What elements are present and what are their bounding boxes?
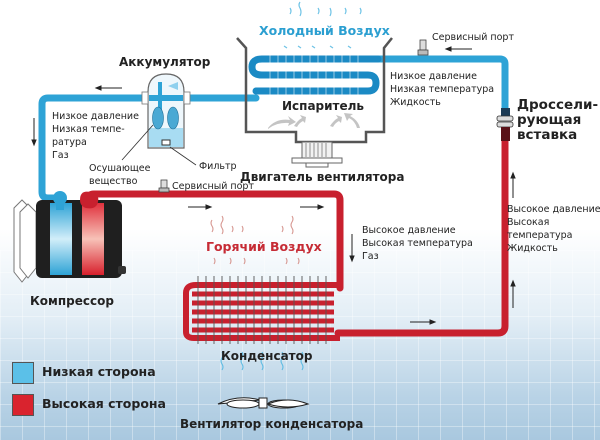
legend-label-low: Низкая сторона	[42, 364, 156, 379]
orifice-tube	[496, 108, 514, 141]
state-line: Низкая темпе-	[52, 124, 125, 135]
evaporator-inlet-state: Низкое давление Низкая температура Жидко…	[390, 70, 494, 109]
state-line: Жидкость	[390, 97, 441, 108]
compressor-label: Компрессор	[30, 294, 114, 308]
state-line: Газ	[52, 150, 69, 161]
state-line: Низкое давление	[390, 71, 477, 82]
left-low-state: Низкое давление Низкая темпе- ратура Газ	[52, 110, 139, 162]
evaporator-label: Испаритель	[282, 99, 365, 113]
flow-arrows	[31, 46, 516, 325]
condenser-label: Конденсатор	[221, 349, 313, 363]
service-port-label-top: Сервисный порт	[432, 32, 514, 43]
orifice-line: рующая	[517, 112, 582, 128]
state-line: температура	[507, 230, 573, 241]
state-line: Высокая	[507, 217, 550, 228]
cold-air-waves	[283, 1, 362, 49]
state-line: Высокое давление	[507, 204, 600, 215]
hot-air-label: Горячий Воздух	[206, 239, 322, 254]
legend-label-high: Высокая сторона	[42, 396, 166, 411]
service-port-icon-top	[417, 39, 429, 56]
accumulator-label: Аккумулятор	[119, 55, 211, 69]
condenser-fan-label: Вентилятор конденсатора	[180, 417, 364, 431]
filter-label: Фильтр	[199, 161, 237, 172]
state-line: ратура	[52, 137, 87, 148]
state-line: Низкое давление	[52, 111, 139, 122]
legend-swatch-high	[12, 394, 34, 416]
pipe-orifice-to-evaporator	[374, 55, 509, 116]
state-line: Газ	[362, 251, 379, 262]
desiccant-line: вещество	[89, 176, 138, 187]
evaporator-coil	[248, 55, 382, 95]
orifice-tube-label: Дроссели- рующая вставка	[517, 98, 598, 143]
condenser-fan-icon	[217, 397, 310, 409]
orifice-line: вставка	[517, 127, 578, 143]
state-line: Высокое давление	[362, 225, 456, 236]
desiccant-line: Осушающее	[89, 163, 151, 174]
legend-swatch-low	[12, 362, 34, 384]
desiccant-label: Осушающее вещество	[89, 162, 150, 188]
pipe-accumulator-to-compressor	[38, 94, 146, 202]
condenser	[183, 276, 340, 344]
state-line: Жидкость	[507, 243, 558, 254]
service-port-label-bottom: Сервисный порт	[172, 181, 254, 192]
accumulator	[121, 73, 197, 166]
high-gas-state: Высокое давление Высокая температура Газ	[362, 224, 473, 263]
state-line: Высокая температура	[362, 238, 473, 249]
airflow-arrows	[268, 113, 360, 129]
orifice-line: Дроссели-	[517, 97, 599, 113]
hot-air-waves	[210, 215, 300, 265]
evaporator-fins	[269, 52, 359, 98]
pipe-condenser-to-orifice	[334, 136, 509, 337]
fan-motor-label: Двигатель вентилятора	[240, 170, 405, 184]
cold-air-label: Холодный Воздух	[259, 23, 390, 38]
fan-motor	[291, 141, 343, 168]
service-port-icon-bottom	[158, 179, 170, 193]
high-liquid-state: Высокое давление Высокая температура Жид…	[507, 203, 600, 255]
state-line: Низкая температура	[390, 84, 495, 95]
condenser-fan-airflow	[220, 351, 304, 371]
compressor	[13, 191, 126, 283]
